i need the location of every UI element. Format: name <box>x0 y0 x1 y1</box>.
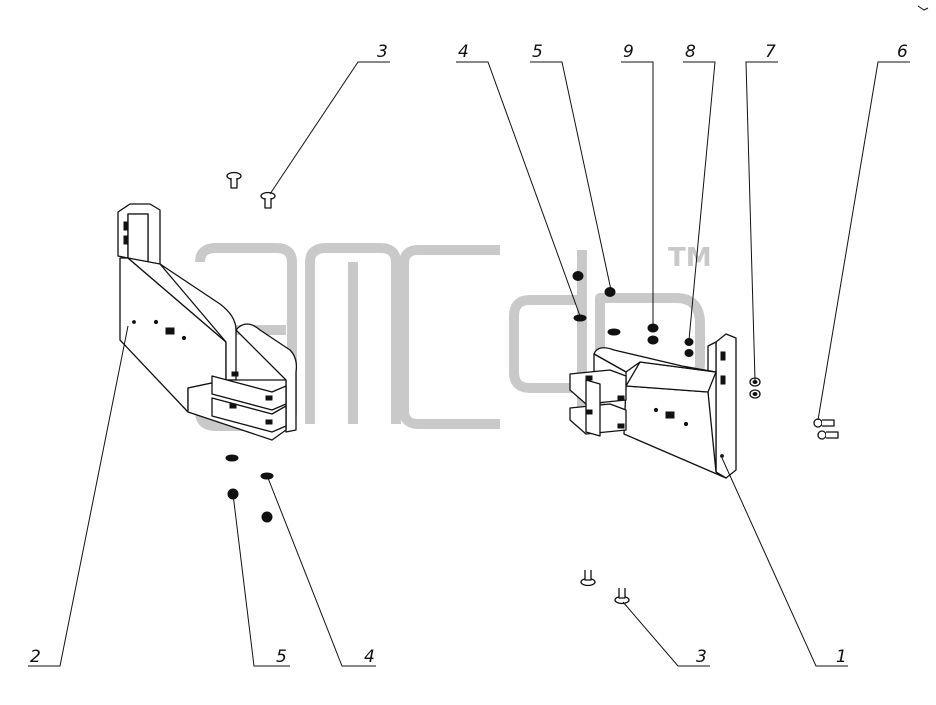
callout-4-top: 4 <box>458 42 469 62</box>
square-hole <box>231 371 239 377</box>
nut-icon <box>261 511 273 523</box>
rivet-point <box>181 335 187 341</box>
fasteners <box>225 171 839 605</box>
bolt-icon <box>813 418 835 428</box>
callout-8-top: 8 <box>685 42 696 62</box>
bolt-icon <box>614 588 630 605</box>
corner-mark <box>917 5 929 11</box>
callout-labels: 3 4 5 9 8 7 6 2 5 4 3 1 <box>30 42 908 667</box>
slot-hole <box>720 351 726 361</box>
bolt-icon <box>817 430 839 440</box>
nut-icon <box>572 271 584 281</box>
rivet-point <box>132 320 136 324</box>
callout-9-top: 9 <box>623 42 634 62</box>
callout-2-bottom: 2 <box>30 647 41 667</box>
bolt-icon <box>260 191 276 209</box>
slot-hole <box>123 235 129 245</box>
washer-icon <box>225 454 239 462</box>
callout-5-bottom: 5 <box>276 647 287 667</box>
callout-7-top: 7 <box>765 42 776 62</box>
bracket-left-part-2 <box>117 203 298 441</box>
callout-3-bottom: 3 <box>696 647 707 667</box>
square-hole <box>585 375 593 381</box>
callout-5-top: 5 <box>532 42 543 62</box>
rivet-point <box>683 421 689 427</box>
bracket-right-part-1 <box>569 333 737 479</box>
rivet-point <box>153 319 159 325</box>
washer-icon <box>607 328 621 336</box>
rivet-point <box>653 407 659 413</box>
square-hole <box>229 403 237 409</box>
washer-icon <box>260 472 274 480</box>
leader-lines <box>28 61 910 667</box>
square-hole <box>265 395 273 401</box>
slot-hole <box>720 375 726 385</box>
square-hole <box>265 419 273 425</box>
square-hole <box>617 423 625 429</box>
nut-icon <box>647 335 659 345</box>
bolt-icon <box>580 570 596 587</box>
callout-3-top-left: 3 <box>377 42 388 62</box>
square-hole <box>585 409 593 415</box>
bolt-icon <box>226 171 242 189</box>
nut-icon <box>684 349 694 357</box>
callout-4-bottom: 4 <box>364 647 375 667</box>
callout-6-top: 6 <box>897 42 908 62</box>
trademark-text: TM <box>668 243 712 273</box>
slot-hole <box>123 221 129 231</box>
callout-1-bottom: 1 <box>836 647 847 667</box>
square-hole <box>165 327 175 335</box>
washer-icon <box>749 389 761 399</box>
square-hole <box>665 411 675 419</box>
square-hole <box>617 395 625 401</box>
nut-icon <box>604 287 616 297</box>
watermark-logo: TM <box>195 243 712 431</box>
rivet-point <box>720 454 724 458</box>
